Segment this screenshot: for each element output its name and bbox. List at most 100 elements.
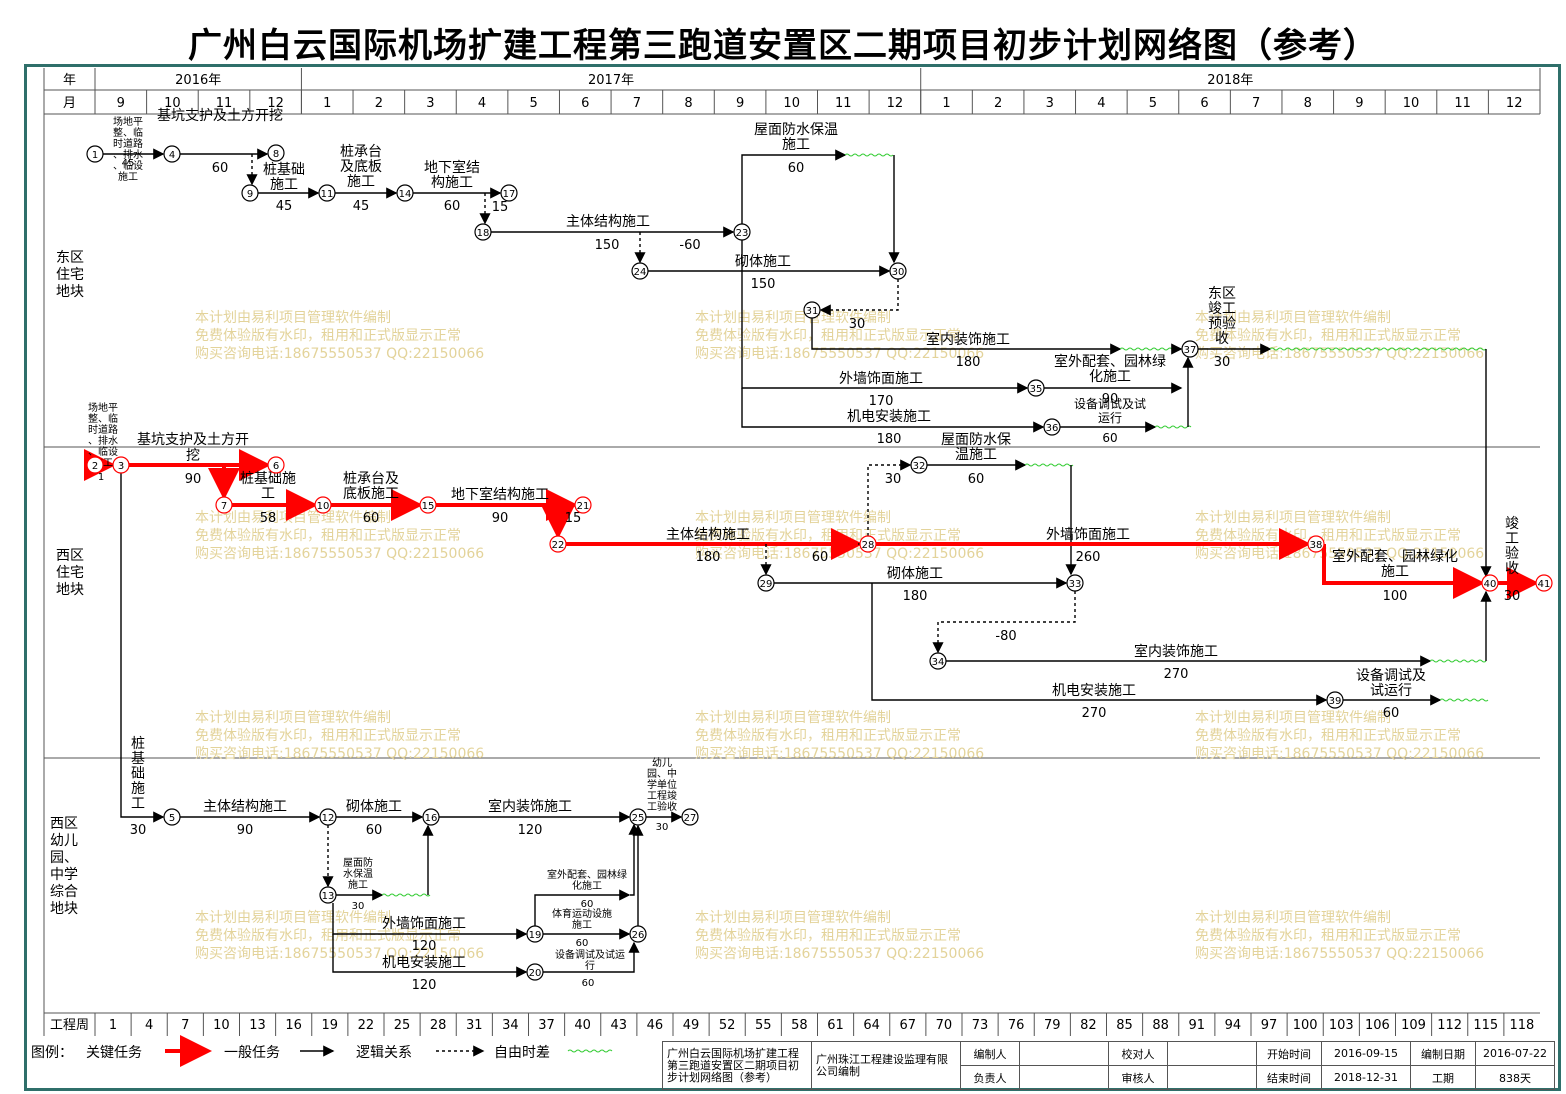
- label-w-pit: 挖: [186, 448, 200, 464]
- dur-k-outdoor: 60: [581, 899, 594, 910]
- dur-k-main: 90: [237, 823, 254, 838]
- label-e-outdoor: 室外配套、园林绿: [1054, 353, 1166, 370]
- node-label-38: 38: [1310, 540, 1323, 551]
- edge-e-lag-30: [819, 279, 899, 316]
- node-label-11: 11: [321, 189, 334, 200]
- label-k-pile: 施: [131, 781, 145, 797]
- node-label-15: 15: [422, 501, 435, 512]
- label-w-site: 场地平: [88, 401, 118, 414]
- node-label-33: 33: [1069, 579, 1082, 590]
- node-label-30: 30: [892, 267, 905, 278]
- watermark-text: 本计划由易利项目管理软件编制: [195, 910, 391, 926]
- watermark-text: 购买咨询电话:18675550537 QQ:22150066: [195, 346, 484, 362]
- week-label: 88: [1152, 1018, 1169, 1033]
- watermark-text: 本计划由易利项目管理软件编制: [1195, 910, 1391, 926]
- dur-w-base: 90: [492, 511, 509, 526]
- dur-k-roof: 30: [352, 901, 365, 912]
- label-w-masonry: 砌体施工: [887, 566, 943, 582]
- node-12: [319, 808, 337, 826]
- month-label: 1: [323, 96, 331, 111]
- watermark-text: 本计划由易利项目管理软件编制: [695, 510, 891, 526]
- dur-k-mep: 120: [412, 978, 437, 993]
- label-e-cap: 桩承台: [340, 143, 382, 160]
- label-w-pit: 基坑支护及土方开: [137, 431, 249, 448]
- month-label: 5: [530, 96, 538, 111]
- label-w-pile: 工: [261, 486, 275, 502]
- label-w-site: 、临设: [88, 445, 118, 458]
- watermark-text: 本计划由易利项目管理软件编制: [195, 310, 391, 326]
- zone-west-school: 中学: [50, 867, 78, 883]
- month-label: 9: [736, 96, 744, 111]
- node-7: [215, 496, 233, 514]
- week-label: 10: [213, 1018, 230, 1033]
- label-w-interior: 室内装饰施工: [1134, 643, 1218, 660]
- node-label-10: 10: [317, 501, 330, 512]
- footer-org: 广州珠江工程建设监理有限公司编制: [811, 1041, 961, 1090]
- label-e-base: 构施工: [431, 175, 473, 191]
- label-e-pit: 基坑支护及土方开挖: [157, 107, 283, 124]
- footer-drawn-by: 编制人: [960, 1041, 1020, 1066]
- node-10: [314, 496, 332, 514]
- month-label: 4: [1097, 96, 1105, 111]
- watermark-text: 购买咨询电话:18675550537 QQ:22150066: [695, 946, 984, 962]
- label-k-sports: 体育运动设施: [552, 907, 612, 920]
- label-k-pile: 础: [131, 766, 145, 782]
- node-39: [1326, 691, 1344, 709]
- week-label: 46: [647, 1018, 664, 1033]
- watermark-text: 购买咨询电话:18675550537 QQ:22150066: [695, 746, 984, 762]
- node-label-3: 3: [118, 461, 124, 472]
- week-label: 100: [1293, 1018, 1318, 1033]
- label-w-cap: 底板施工: [343, 486, 399, 502]
- footer-reviewed-by: 审核人: [1108, 1065, 1168, 1090]
- label-k-accept: 工程竣: [647, 789, 677, 802]
- node-41: [1535, 574, 1553, 592]
- week-label: 97: [1261, 1018, 1278, 1033]
- dur-w-test: 60: [1383, 706, 1400, 721]
- node-label-27: 27: [684, 813, 697, 824]
- label-e-site: 时道路: [113, 137, 143, 150]
- dur-e-accept: 30: [1214, 355, 1231, 370]
- legend-label: 图例：: [31, 1045, 73, 1061]
- weeks-label: 工程周: [50, 1018, 89, 1033]
- watermark-text: 购买咨询电话:18675550537 QQ:22150066: [195, 746, 484, 762]
- node-22: [549, 535, 567, 553]
- footer-start-value: 2016-09-15: [1321, 1041, 1411, 1066]
- label-e-site: 、排水: [113, 148, 143, 161]
- label-w-mep: 机电安装施工: [1052, 683, 1136, 699]
- lag-e-30: 30: [849, 317, 866, 332]
- week-label: 13: [249, 1018, 266, 1033]
- edge-k-outdoor: [628, 823, 640, 896]
- week-label: 91: [1189, 1018, 1206, 1033]
- footer-date-value: 2016-07-22: [1475, 1041, 1555, 1066]
- footer-project: 广州白云国际机场扩建工程第三跑道安置区二期项目初步计划网络图（参考）: [662, 1041, 812, 1090]
- zone-west-school: 地块: [50, 901, 78, 917]
- label-e-mep: 机电安装施工: [847, 409, 931, 425]
- footer-duration-value: 838天: [1475, 1065, 1555, 1090]
- dur-w-roof: 60: [968, 472, 985, 487]
- week-label: 115: [1473, 1018, 1498, 1033]
- float-e-accept: [1269, 347, 1487, 351]
- node-label-16: 16: [425, 813, 438, 824]
- zone-west-school: 综合: [50, 884, 78, 900]
- watermark-text: 购买咨询电话:18675550537 QQ:22150066: [695, 346, 984, 362]
- dur-e-mep: 180: [877, 432, 902, 447]
- lag-w-30: 30: [885, 472, 902, 487]
- week-label: 103: [1329, 1018, 1354, 1033]
- month-label: 4: [478, 96, 486, 111]
- label-e-masonry: 砌体施工: [735, 254, 791, 270]
- node-label-22: 22: [552, 540, 565, 551]
- week-label: 109: [1401, 1018, 1426, 1033]
- zone-east-residential: 住宅: [56, 267, 84, 283]
- edge-e-interior-a: [811, 318, 1122, 355]
- watermark-text: 本计划由易利项目管理软件编制: [1195, 510, 1391, 526]
- node-label-31: 31: [806, 306, 819, 317]
- node-14: [396, 184, 414, 202]
- dur-e-facade: 170: [869, 394, 894, 409]
- label-e-site: 整、临: [113, 126, 143, 139]
- float-w-interior: [1429, 659, 1487, 663]
- label-e-roof: 施工: [782, 137, 810, 153]
- dur-e-cap: 45: [353, 199, 370, 214]
- node-label-4: 4: [169, 150, 175, 161]
- label-e-accept: 预验: [1208, 316, 1236, 332]
- dur-w-facade: 260: [1076, 550, 1101, 565]
